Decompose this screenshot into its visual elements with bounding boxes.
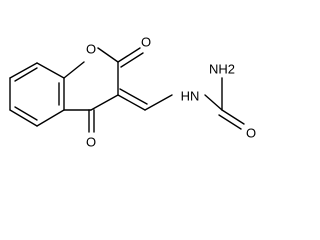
- ketone-carbonyl-bond: [88, 109, 95, 133]
- chemical-structure: O O O NH2 HN O: [9, 34, 256, 149]
- pyranone-ring: [63, 47, 119, 111]
- hn-label: HN: [181, 88, 200, 103]
- benzene-ring: [9, 62, 65, 127]
- ring-oxygen-label: O: [86, 41, 96, 56]
- methine-nitrogen-bond: [144, 94, 173, 111]
- exocyclic-double-bond: [117, 88, 148, 111]
- urea-oxygen-label: O: [246, 125, 256, 140]
- nh-carbonyl-bond: [204, 94, 223, 111]
- ketone-oxygen-label: O: [86, 134, 96, 149]
- lactone-carbonyl-bond: [117, 47, 144, 68]
- lactone-oxygen-label: O: [141, 34, 151, 49]
- urea-carbonyl-bond: [218, 109, 245, 130]
- nh2-label: NH2: [209, 61, 235, 76]
